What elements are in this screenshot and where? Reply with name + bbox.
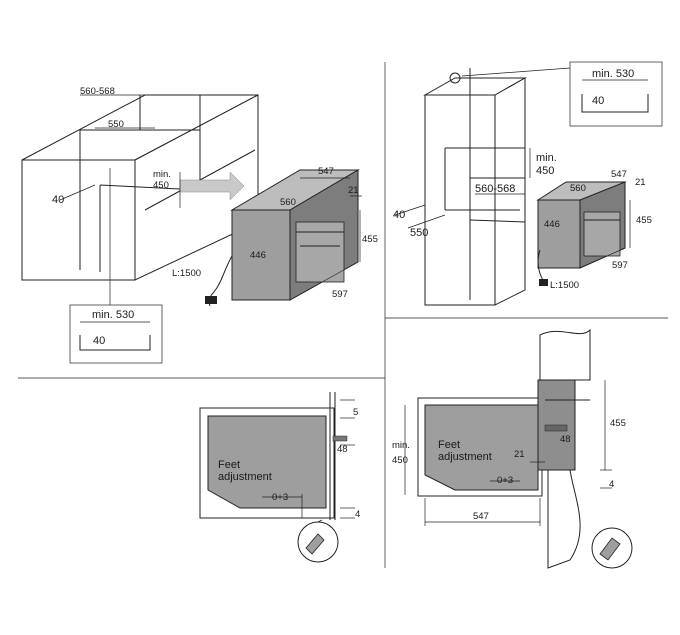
- depth-550-label: 550: [108, 119, 124, 130]
- feet-label-line1: Feet: [438, 439, 460, 451]
- gap-48-label: 48: [337, 444, 348, 455]
- hinge-detail-circle: [591, 527, 633, 569]
- feet-label-line2: adjustment: [218, 471, 272, 483]
- dimension-lines-bl: [262, 399, 355, 519]
- tall-cabinet: [423, 68, 527, 306]
- min-height-line2: 450: [392, 455, 408, 466]
- depth-40-label: 40: [393, 209, 405, 221]
- feet-label-line1: Feet: [218, 459, 240, 471]
- inset-min-label: min. 530: [592, 68, 634, 80]
- min-height-line1: min.: [536, 152, 557, 164]
- cable-length-label: L:1500: [172, 268, 201, 279]
- insert-arrow: [179, 171, 245, 201]
- oven-side-label: 560: [570, 183, 586, 194]
- dimension-lines-tl: [59, 94, 362, 301]
- oven-block: [230, 169, 360, 301]
- dim-4-label: 4: [609, 479, 614, 490]
- inset-min-label: min. 530: [92, 309, 134, 321]
- dimension-lines-tr: [394, 148, 531, 229]
- min-height-line2: 450: [153, 180, 169, 191]
- oven-front-label: 21: [348, 185, 359, 196]
- hinge-detail-circle: [297, 519, 339, 563]
- oven-inner-label: 446: [544, 219, 560, 230]
- depth-550-label: 550: [410, 227, 428, 239]
- inset-cutout-detail-tr: min. 530 40: [461, 61, 663, 127]
- panel-bottom-left: Feet adjustment 0+3 5 48 4: [199, 392, 360, 563]
- panel-dividers: [18, 62, 668, 568]
- gap-top-label: 5: [353, 407, 358, 418]
- min-height-line2: 450: [536, 165, 554, 177]
- oven-block-tr: [536, 181, 631, 269]
- feet-value-label: 0+3: [272, 492, 288, 503]
- dim-455-label: 455: [610, 418, 626, 429]
- oven-cross-section: [207, 415, 327, 509]
- cable-length-label: L:1500: [550, 280, 579, 291]
- dimension-lines-br: [404, 380, 612, 526]
- dim-547-label: 547: [473, 511, 489, 522]
- oven-width-label: 597: [332, 289, 348, 300]
- width-range-label: 560-568: [80, 86, 115, 97]
- panel-bottom-right: Feet adjustment 0+3 min. 450 21 48 455 4…: [392, 328, 633, 569]
- panel-top-left: 560-568 550 40 min. 450 547 560 21 455 4…: [21, 86, 378, 364]
- inset-40-label: 40: [93, 335, 105, 347]
- oven-depth-label: 547: [318, 166, 334, 177]
- oven-depth-label: 547: [611, 169, 627, 180]
- width-range-label: 560-568: [475, 183, 515, 195]
- gap-bottom-label: 4: [355, 509, 360, 520]
- panel-top-right: min. 530 40 min. 450 560-568 40 550 547 …: [393, 61, 663, 306]
- oven-width-label: 597: [612, 260, 628, 271]
- feet-value-label: 0+3: [497, 475, 513, 486]
- oven-inner-label: 446: [250, 250, 266, 261]
- min-height-line1: min.: [153, 169, 171, 180]
- inset-40-label: 40: [592, 95, 604, 107]
- dim-21-label: 21: [514, 449, 525, 460]
- plug-icon: [539, 279, 548, 286]
- oven-side-label: 560: [280, 197, 296, 208]
- dim-48-label: 48: [560, 434, 571, 445]
- plug-icon: [205, 296, 217, 304]
- min-height-line1: min.: [392, 440, 410, 451]
- oven-height-label: 455: [362, 234, 378, 245]
- feet-label-line2: adjustment: [438, 451, 492, 463]
- depth-40-label: 40: [52, 194, 64, 206]
- oven-front-label: 21: [635, 177, 646, 188]
- oven-height-label: 455: [636, 215, 652, 226]
- inset-cutout-detail: min. 530 40: [69, 168, 163, 364]
- oven-cross-section: [424, 404, 539, 491]
